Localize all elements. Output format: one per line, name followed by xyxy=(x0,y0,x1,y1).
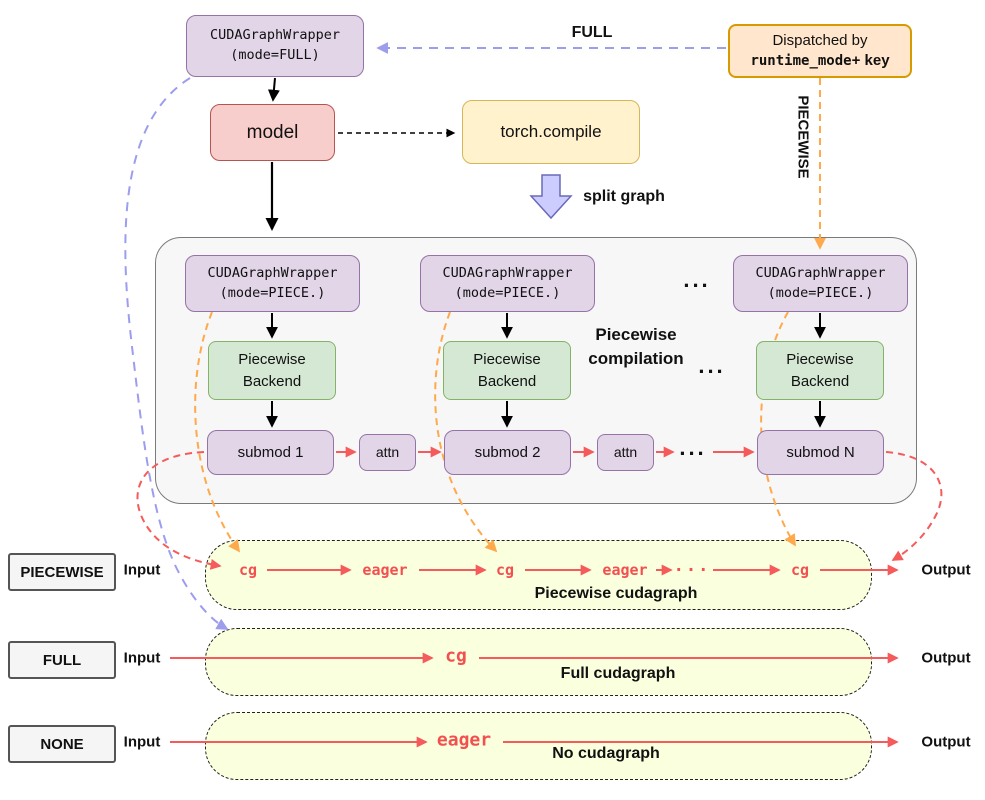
piecewise-cudagraph-band xyxy=(205,540,872,610)
node-backend-2: Piecewise Backend xyxy=(443,341,571,400)
node-backend-1: Piecewise Backend xyxy=(208,341,336,400)
wrapper-full-line2: (mode=FULL) xyxy=(230,47,320,63)
wrapper3-line1: CUDAGraphWrapper xyxy=(755,264,886,281)
label-piecewise-compilation: Piecewise compilation xyxy=(588,323,683,371)
backend2-line2: Backend xyxy=(477,372,537,390)
split-graph-arrow-icon xyxy=(529,174,573,220)
compilation-title-line1: Piecewise xyxy=(595,325,677,345)
item-cg-full: cg xyxy=(445,645,467,667)
submodN-label: submod N xyxy=(786,443,855,461)
backend1-line1: Piecewise xyxy=(238,350,306,368)
torch-compile-label: torch.compile xyxy=(500,121,602,141)
no-cudagraph-band xyxy=(205,712,872,780)
node-dispatched-by: Dispatched by runtime_mode+ key xyxy=(728,24,912,78)
node-wrapper-piece-2: CUDAGraphWrapper (mode=PIECE.) xyxy=(420,255,595,312)
item-cg-2: cg xyxy=(495,561,515,579)
dispatched-line2: runtime_mode+ key xyxy=(750,51,889,71)
attn2-label: attn xyxy=(613,444,638,461)
label-full-dispatch: FULL xyxy=(571,24,613,41)
node-submod-1: submod 1 xyxy=(207,430,334,475)
node-attn-1: attn xyxy=(359,434,416,471)
label-input-row1: Input xyxy=(123,561,161,579)
item-cg-1: cg xyxy=(238,561,258,579)
node-submod-N: submod N xyxy=(757,430,884,475)
wrapper2-line2: (mode=PIECE.) xyxy=(454,284,561,301)
wrapper2-line1: CUDAGraphWrapper xyxy=(442,264,573,281)
submod1-label: submod 1 xyxy=(237,443,304,461)
caption-piecewise-cudagraph: Piecewise cudagraph xyxy=(534,585,698,602)
item-eager-none: eager xyxy=(436,729,492,751)
node-submod-2: submod 2 xyxy=(444,430,571,475)
dispatched-key-suffix: + key xyxy=(851,52,890,69)
model-label: model xyxy=(246,121,299,143)
mode-badge-none: NONE xyxy=(8,725,116,763)
caption-no-cudagraph: No cudagraph xyxy=(552,745,660,762)
dispatched-line1: Dispatched by xyxy=(772,31,868,49)
backend3-line1: Piecewise xyxy=(786,350,854,368)
arrow-wrapperfull-to-model xyxy=(267,77,280,102)
label-output-row3: Output xyxy=(921,733,971,751)
item-eager-1: eager xyxy=(362,561,408,579)
wrapper-full-line1: CUDAGraphWrapper xyxy=(209,27,341,44)
compilation-title-line2: compilation xyxy=(588,349,684,368)
dispatched-runtime-mode: runtime_mode xyxy=(750,53,852,69)
item-cg-3: cg xyxy=(790,561,810,579)
node-wrapper-piece-1: CUDAGraphWrapper (mode=PIECE.) xyxy=(185,255,360,312)
item-eager-2: eager xyxy=(602,561,648,579)
ellipsis-wrappers: ... xyxy=(683,267,711,292)
ellipsis-backends: ... xyxy=(698,353,726,378)
wrapper3-line2: (mode=PIECE.) xyxy=(767,284,874,301)
attn1-label: attn xyxy=(375,444,400,461)
label-output-row1: Output xyxy=(921,561,971,579)
wrapper1-line2: (mode=PIECE.) xyxy=(219,284,326,301)
node-torch-compile: torch.compile xyxy=(462,100,640,164)
node-model: model xyxy=(210,104,335,161)
backend3-line2: Backend xyxy=(790,372,850,390)
full-cudagraph-band xyxy=(205,628,872,696)
submod2-label: submod 2 xyxy=(474,443,541,461)
ellipsis-submods: ... xyxy=(679,435,707,460)
wrapper1-line1: CUDAGraphWrapper xyxy=(207,264,338,281)
node-backend-3: Piecewise Backend xyxy=(756,341,884,400)
caption-full-cudagraph: Full cudagraph xyxy=(560,665,676,682)
item-ellipsis: ... xyxy=(673,556,711,576)
node-attn-2: attn xyxy=(597,434,654,471)
label-split-graph: split graph xyxy=(583,188,665,205)
label-output-row2: Output xyxy=(921,649,971,667)
mode-badge-full: FULL xyxy=(8,641,116,679)
label-input-row3: Input xyxy=(123,733,161,751)
node-wrapper-piece-3: CUDAGraphWrapper (mode=PIECE.) xyxy=(733,255,908,312)
backend2-line1: Piecewise xyxy=(473,350,541,368)
backend1-line2: Backend xyxy=(242,372,302,390)
node-cudagraphwrapper-full: CUDAGraphWrapper (mode=FULL) xyxy=(186,15,364,77)
mode-badge-piecewise: PIECEWISE xyxy=(8,553,116,591)
label-piecewise-dispatch: PIECEWISE xyxy=(794,95,812,179)
label-input-row2: Input xyxy=(123,649,161,667)
